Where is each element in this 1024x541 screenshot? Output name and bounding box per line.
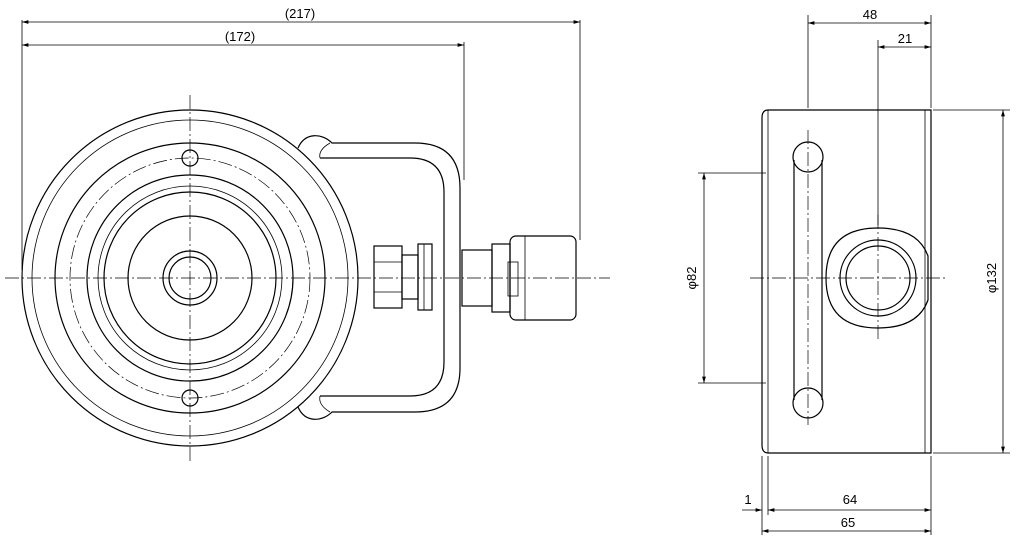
side-dimensions: 48 21 φ82 φ132 1 64 65 <box>684 7 1010 535</box>
handle-top-weld <box>319 142 331 159</box>
plunger-outer-circle <box>103 191 277 365</box>
saddle-outer-circle <box>162 250 218 306</box>
dim-top-width: 48 <box>863 7 877 22</box>
dim-bottom-gap: 1 <box>744 492 751 507</box>
outer-body-circle <box>21 109 359 447</box>
hex-nut <box>373 245 403 309</box>
dim-diameter-bore: φ82 <box>684 267 699 290</box>
cylinder-circle <box>86 174 294 382</box>
dim-bottom-width: 64 <box>843 492 857 507</box>
dim-body-length: (172) <box>225 29 255 44</box>
fitting-stem <box>401 254 419 300</box>
port-inner-circle <box>845 245 911 311</box>
cylinder-inner-circle <box>97 185 283 371</box>
port-boss <box>825 227 929 329</box>
front-view <box>5 95 610 462</box>
dim-bottom-total: 65 <box>841 515 855 530</box>
bolt-pitch-circle <box>69 157 311 399</box>
side-view <box>750 109 945 454</box>
bolt-hole-top <box>181 149 199 167</box>
fitting-flange <box>417 243 433 311</box>
handle-outer <box>297 135 461 420</box>
handle-inner <box>320 157 445 397</box>
dim-top-offset: 21 <box>898 31 912 46</box>
slot-bottom-circle <box>792 387 824 419</box>
plunger-circle <box>127 215 253 341</box>
flange-circle <box>54 142 326 414</box>
front-dimensions: (217) (172) <box>21 6 581 270</box>
bolt-hole-bottom <box>181 389 199 407</box>
dim-diameter-outer: φ132 <box>984 263 999 293</box>
outer-chamfer-circle <box>31 119 349 437</box>
handle-bottom-weld <box>319 395 331 413</box>
port-outer-circle <box>839 239 917 317</box>
dim-overall-length: (217) <box>285 6 315 21</box>
coupler-sleeve <box>509 235 577 321</box>
slot-top-circle <box>792 141 824 173</box>
saddle-inner-circle <box>168 256 212 300</box>
coupler-slot <box>507 261 519 297</box>
